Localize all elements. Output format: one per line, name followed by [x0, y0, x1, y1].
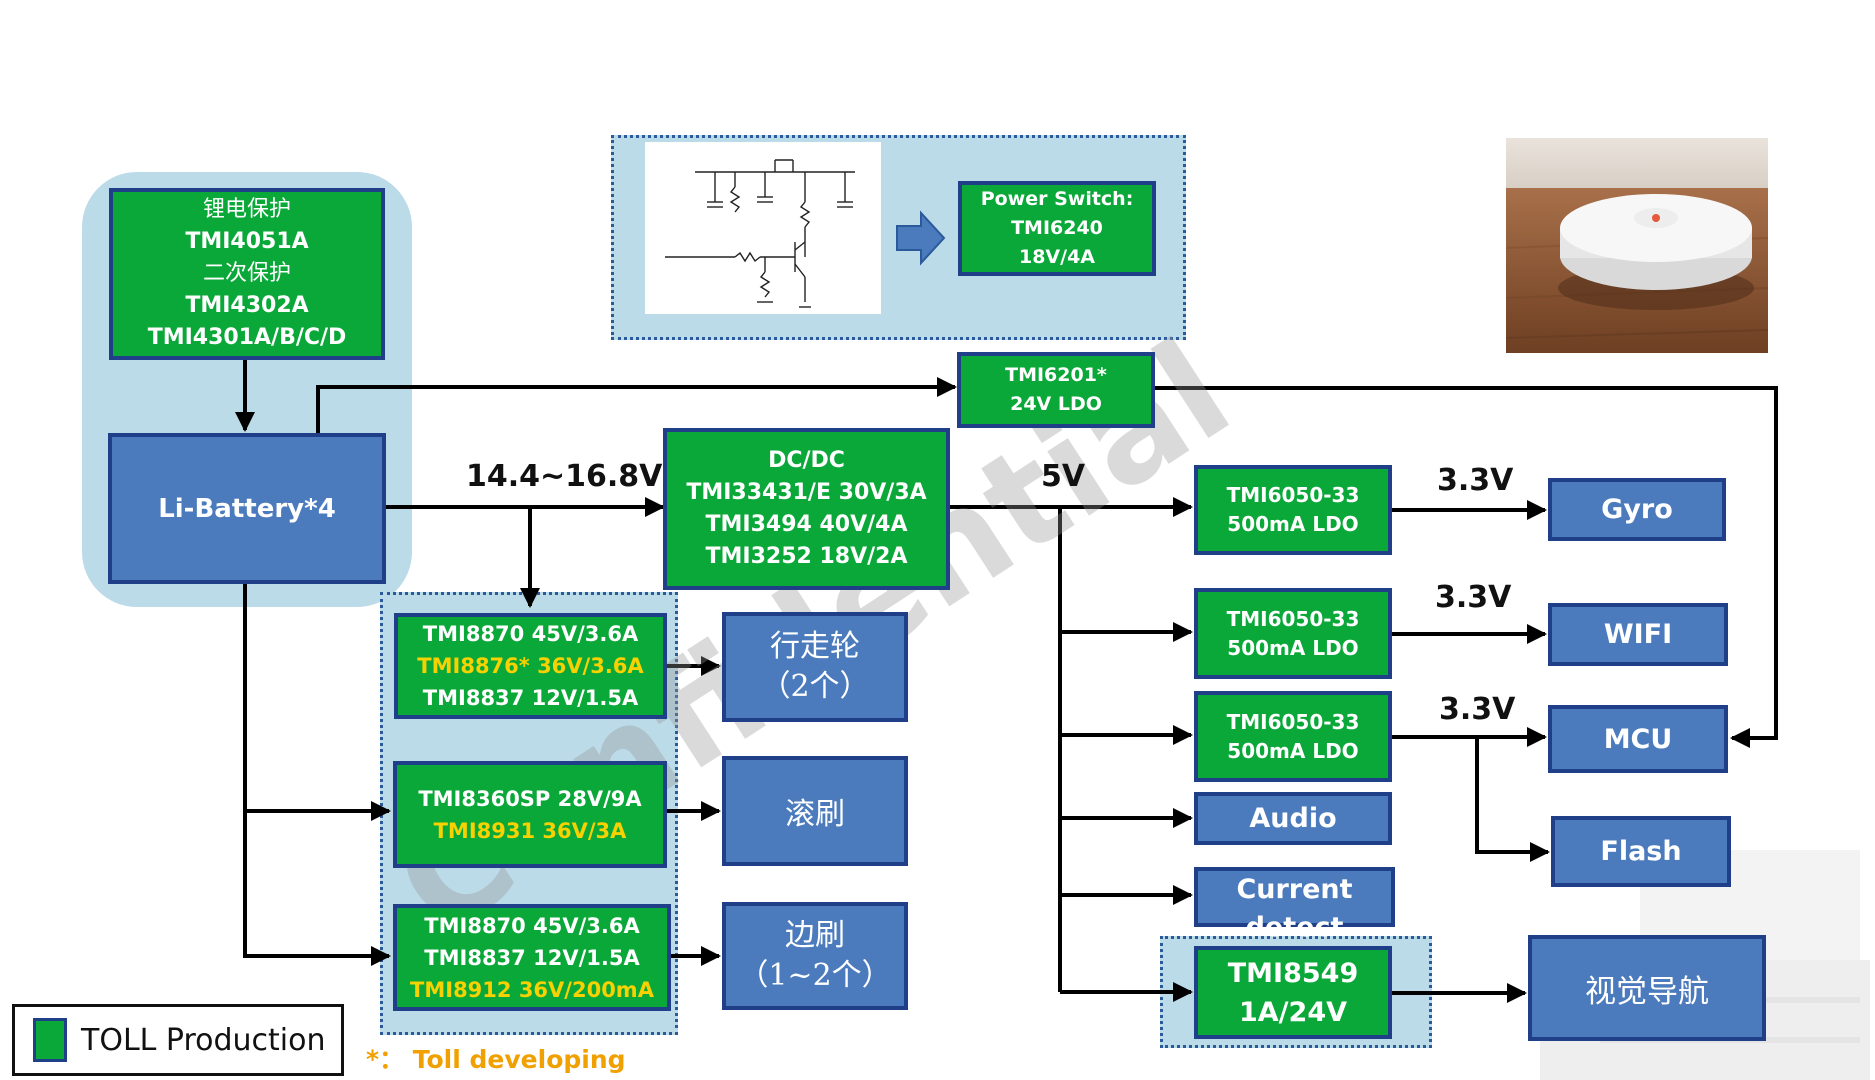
drive-wheel-count: （2个） — [760, 669, 870, 704]
side-brush-box: 边刷 （1~2个） — [722, 902, 908, 1010]
wifi-3v3-label: 3.3V — [1435, 580, 1512, 615]
secondary-protection-part: TMI4302A — [185, 293, 309, 318]
p-mosfet-schematic-image — [645, 142, 881, 314]
side-brush-driver-box: TMI8870 45V/3.6A TMI8837 12V/1.5A TMI891… — [393, 904, 671, 1011]
roller-brush-driver-box: TMI8360SP 28V/9A TMI8931 36V/3A — [393, 761, 667, 868]
side-brush-label: 边刷 — [785, 918, 845, 953]
ldo-24v-box: TMI6201* 24V LDO — [957, 352, 1155, 428]
camera-driver-spec: 1A/24V — [1238, 996, 1347, 1028]
power-switch-spec: 18V/4A — [1018, 246, 1095, 268]
legend: TOLL Production — [12, 1004, 344, 1076]
dcdc-converter-box: DC/DC TMI33431/E 30V/3A TMI3494 40V/4A T… — [663, 428, 950, 590]
roller-brush-driver-part-2: TMI8931 36V/3A — [433, 818, 627, 843]
wheel-driver-part-2: TMI8876* 36V/3.6A — [417, 654, 644, 678]
ldo-24v-spec: 24V LDO — [1010, 393, 1102, 415]
gyro-box: Gyro — [1548, 478, 1726, 541]
power-switch-box: Power Switch: TMI6240 18V/4A — [958, 181, 1156, 276]
dcdc-part-3: TMI3252 18V/2A — [705, 544, 908, 569]
drive-wheel-label: 行走轮 — [770, 629, 860, 664]
battery-protection-label: 锂电保护 — [202, 197, 291, 222]
wifi-label: WIFI — [1603, 619, 1673, 650]
current-detect-label-2: detect — [1245, 912, 1344, 943]
visual-navigation-label: 视觉导航 — [1585, 973, 1709, 1010]
battery-voltage-label: 14.4~16.8V — [466, 459, 663, 494]
developing-note: *： Toll developing — [366, 1045, 626, 1074]
legend-green-swatch — [33, 1018, 67, 1062]
current-detect-label-1: Current — [1236, 874, 1353, 905]
wheel-driver-part-3: TMI8837 12V/1.5A — [422, 686, 639, 710]
ldo-wifi-spec: 500mA LDO — [1227, 635, 1359, 660]
wheel-driver-part-1: TMI8870 45V/3.6A — [422, 622, 639, 646]
ldo-wifi-part: TMI6050-33 — [1226, 606, 1360, 631]
ldo-24v-part: TMI6201* — [1005, 364, 1107, 386]
camera-driver-box: TMI8549 1A/24V — [1194, 946, 1392, 1039]
power-switch-title: Power Switch: — [980, 188, 1134, 210]
side-brush-count: （1~2个） — [738, 958, 892, 993]
li-battery-box: Li-Battery*4 — [108, 433, 386, 584]
gyro-3v3-label: 3.3V — [1437, 463, 1514, 498]
side-brush-driver-part-2: TMI8837 12V/1.5A — [424, 945, 640, 970]
camera-driver-part: TMI8549 — [1227, 957, 1359, 989]
roller-brush-driver-part-1: TMI8360SP 28V/9A — [418, 786, 642, 811]
secondary-protection-part-variants: TMI4301A/B/C/D — [147, 325, 347, 350]
visual-navigation-box: 视觉导航 — [1528, 935, 1766, 1041]
wifi-box: WIFI — [1548, 603, 1728, 666]
ldo-mcu-box: TMI6050-33 500mA LDO — [1194, 691, 1392, 782]
mcu-3v3-label: 3.3V — [1439, 692, 1516, 727]
flash-box: Flash — [1551, 816, 1731, 887]
roller-brush-label: 滚刷 — [785, 797, 845, 832]
battery-protection-part: TMI4051A — [185, 229, 309, 254]
gyro-label: Gyro — [1601, 494, 1673, 525]
wheel-driver-box: TMI8870 45V/3.6A TMI8876* 36V/3.6A TMI88… — [394, 613, 667, 719]
power-switch-part: TMI6240 — [1011, 217, 1103, 239]
drive-wheel-box: 行走轮 （2个） — [722, 612, 908, 722]
ldo-gyro-part: TMI6050-33 — [1226, 483, 1360, 507]
audio-box: Audio — [1194, 792, 1392, 845]
battery-protection-box: 锂电保护 TMI4051A 二次保护 TMI4302A TMI4301A/B/C… — [109, 188, 385, 360]
ldo-mcu-spec: 500mA LDO — [1227, 738, 1359, 763]
li-battery-label: Li-Battery*4 — [158, 493, 336, 524]
ldo-gyro-box: TMI6050-33 500mA LDO — [1194, 465, 1392, 555]
ldo-mcu-part: TMI6050-33 — [1226, 709, 1360, 734]
mcu-box: MCU — [1548, 705, 1728, 773]
ldo-gyro-spec: 500mA LDO — [1227, 512, 1359, 536]
flash-label: Flash — [1600, 836, 1682, 867]
legend-label: TOLL Production — [81, 1022, 326, 1058]
side-brush-driver-part-3: TMI8912 36V/200mA — [410, 977, 654, 1002]
dcdc-part-2: TMI3494 40V/4A — [705, 512, 908, 537]
rail-5v-label: 5V — [1041, 459, 1086, 494]
current-detect-box: Current detect — [1194, 867, 1395, 943]
dcdc-part-1: TMI33431/E 30V/3A — [686, 480, 927, 505]
dcdc-title: DC/DC — [768, 448, 845, 473]
robot-vacuum-photo — [1506, 138, 1768, 353]
ldo-wifi-box: TMI6050-33 500mA LDO — [1194, 588, 1392, 679]
mcu-label: MCU — [1603, 723, 1673, 755]
side-brush-driver-part-1: TMI8870 45V/3.6A — [424, 913, 640, 938]
audio-label: Audio — [1249, 803, 1337, 834]
secondary-protection-label: 二次保护 — [202, 261, 291, 286]
roller-brush-box: 滚刷 — [722, 756, 908, 866]
